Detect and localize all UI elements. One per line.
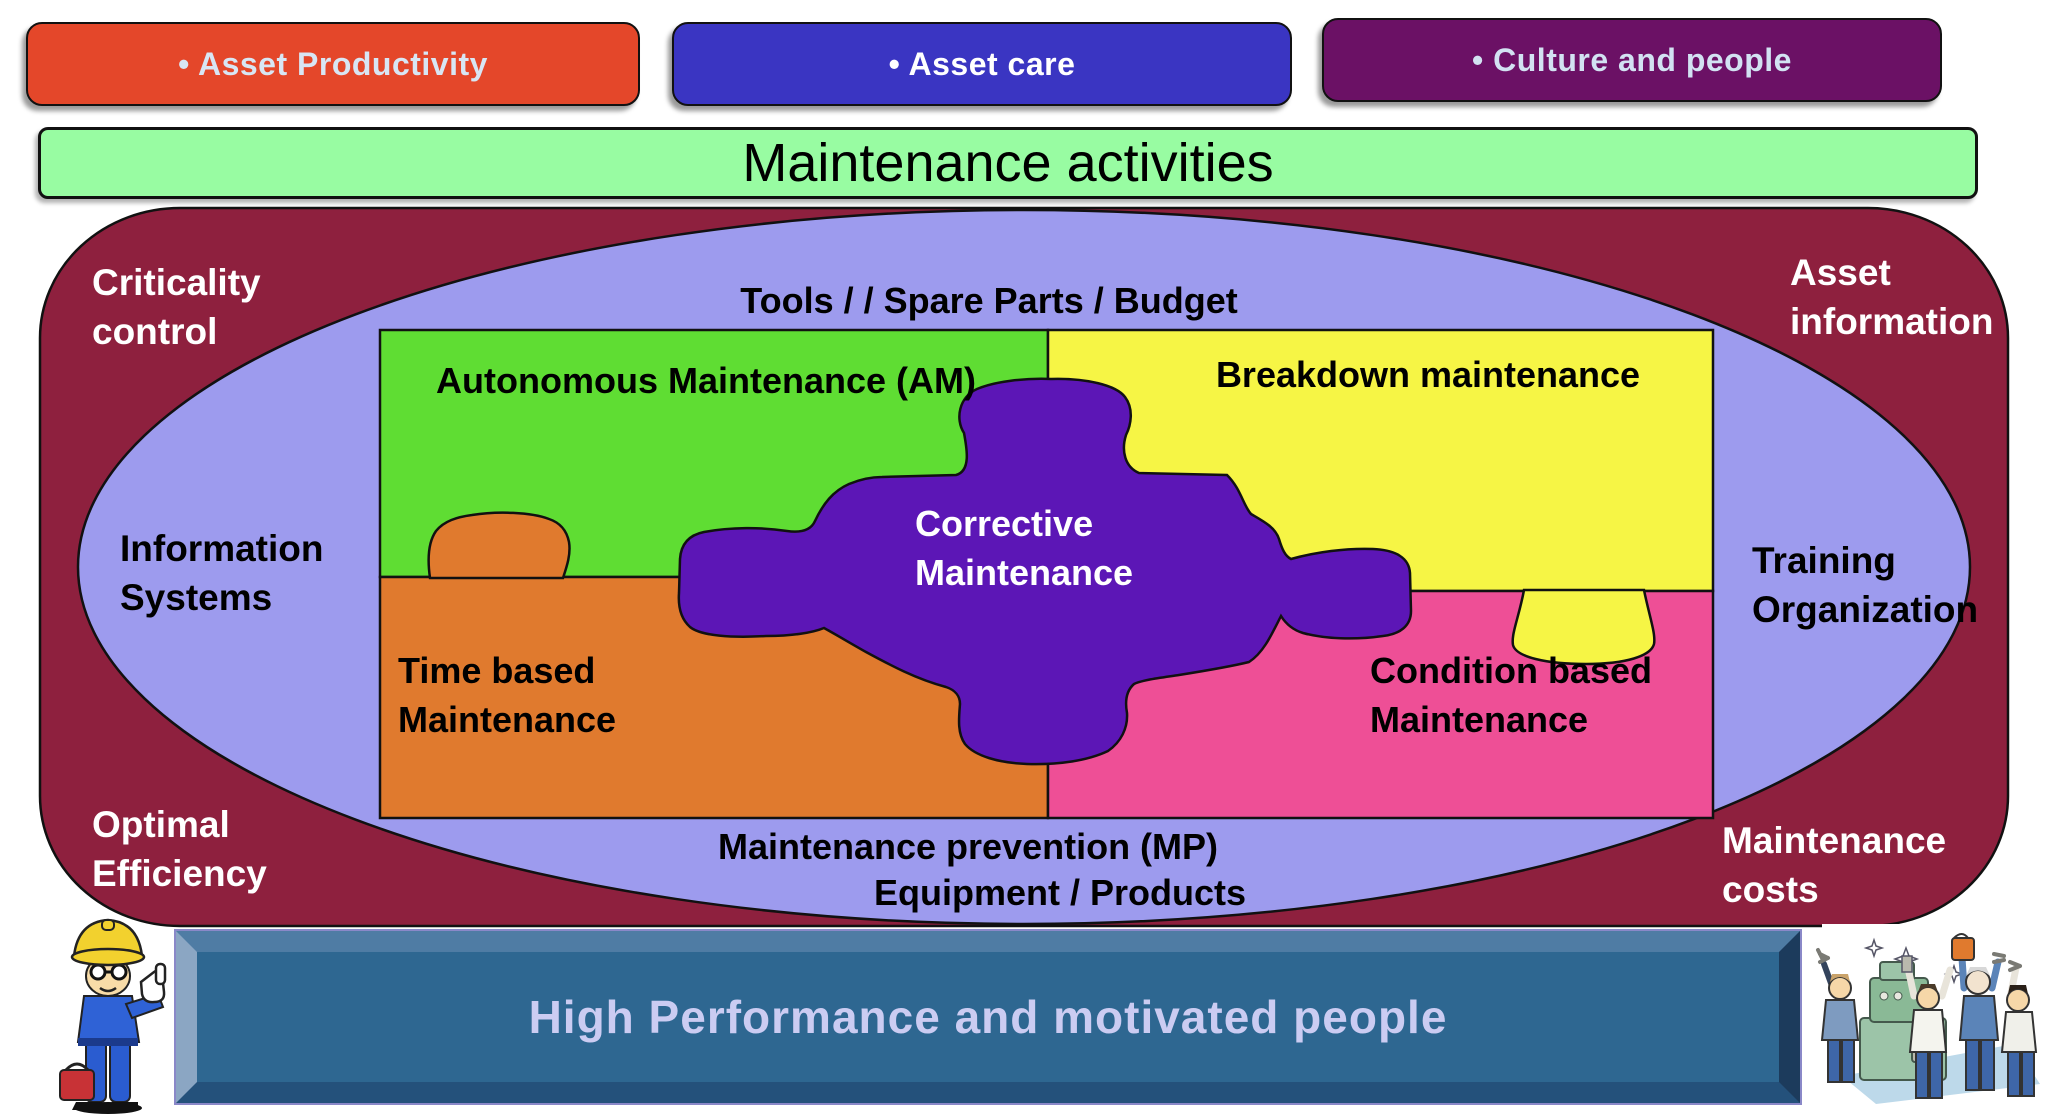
- culture-and-people-pill: • Culture and people: [1322, 18, 1942, 102]
- training-organization-label: Training Organization: [1752, 540, 1979, 630]
- tools-spareparts-budget-label: Tools / / Spare Parts / Budget: [740, 280, 1238, 321]
- high-performance-label: High Performance and motivated people: [528, 991, 1448, 1043]
- corrective-puzzle-piece: [677, 377, 1413, 766]
- equipment-products-label: Equipment / Products: [873, 872, 1247, 913]
- high-performance-bar: High Performance and motivated people: [174, 929, 1802, 1105]
- breakdown-maintenance-label: Breakdown maintenance: [1215, 354, 1641, 395]
- yellow-puzzle-tab: [1511, 588, 1656, 666]
- autonomous-maintenance-label: Autonomous Maintenance (AM): [436, 360, 976, 401]
- information-systems-label: Information Systems: [120, 528, 324, 618]
- time-based-maintenance-label: Time based Maintenance: [398, 650, 617, 740]
- orange-puzzle-knob: [427, 511, 571, 580]
- asset-care-pill: • Asset care: [672, 22, 1292, 106]
- corrective-maintenance-label: Corrective Maintenance: [915, 503, 1134, 593]
- celebrating-team-cartoon: [1816, 933, 2040, 1104]
- maintenance-prevention-label: Maintenance prevention (MP): [717, 826, 1219, 867]
- maintenance-costs-label: Maintenance costs: [1722, 820, 1947, 910]
- criticality-control-label: Criticality control: [92, 262, 261, 352]
- asset-productivity-pill: • Asset Productivity: [26, 22, 640, 106]
- worker-thumbs-up-cartoon: [59, 918, 167, 1114]
- condition-based-maintenance-label: Condition based Maintenance: [1370, 650, 1652, 740]
- maintenance-activities-bar: Maintenance activities: [38, 127, 1978, 199]
- optimal-efficiency-label: Optimal Efficiency: [92, 804, 267, 894]
- asset-information-label: Asset information: [1790, 252, 1994, 342]
